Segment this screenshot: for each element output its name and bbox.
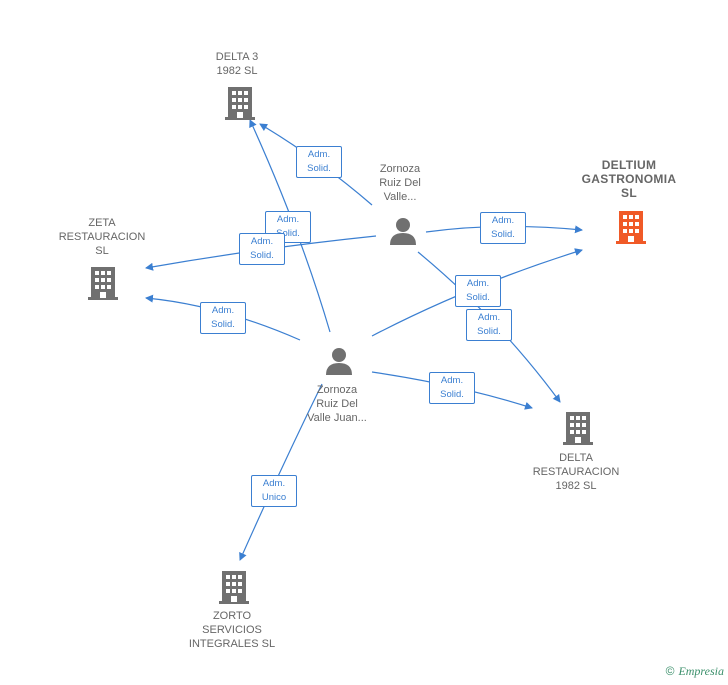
delta-restauracion-label[interactable]: DELTA RESTAURACION 1982 SL <box>532 452 620 492</box>
deltium-building-icon <box>616 211 646 244</box>
edge-p2-zorto <box>239 383 323 561</box>
edge-label-p1-deltium: Adm. Solid. <box>480 212 526 244</box>
edge-label-p2-zorto: Adm. Unico <box>251 475 297 507</box>
delta-restauracion-building-icon <box>563 412 593 445</box>
edge-label-p2-delta-rest: Adm. Solid. <box>429 372 475 404</box>
person2-label[interactable]: Zornoza Ruiz Del Valle Juan... <box>307 384 367 424</box>
edge-label-p2-zeta: Adm. Solid. <box>200 302 246 334</box>
delta3-label[interactable]: DELTA 3 1982 SL <box>215 51 259 77</box>
edge-label-p1-zeta: Adm. Solid. <box>239 233 285 265</box>
zeta-label[interactable]: ZETA RESTAURACION SL <box>58 217 146 257</box>
edge-label-p1-delta3: Adm. Solid. <box>296 146 342 178</box>
person2-icon[interactable] <box>324 346 354 376</box>
deltium-label[interactable]: DELTIUM GASTRONOMIA SL <box>581 158 677 200</box>
zorto-label[interactable]: ZORTO SERVICIOS INTEGRALES SL <box>188 610 276 650</box>
brand-name: Empresia <box>678 664 724 678</box>
copyright-footer[interactable]: ©Empresia <box>666 664 724 679</box>
edge-label-p1-delta-rest: Adm. Solid. <box>466 309 512 341</box>
copyright-symbol: © <box>665 664 675 678</box>
delta3-building-icon <box>225 87 255 120</box>
zeta-building-icon <box>88 267 118 300</box>
zorto-building-icon <box>219 571 249 604</box>
person1-icon[interactable] <box>388 216 418 246</box>
edge-label-p2-deltium: Adm. Solid. <box>455 275 501 307</box>
person1-label[interactable]: Zornoza Ruiz Del Valle... <box>379 163 421 203</box>
